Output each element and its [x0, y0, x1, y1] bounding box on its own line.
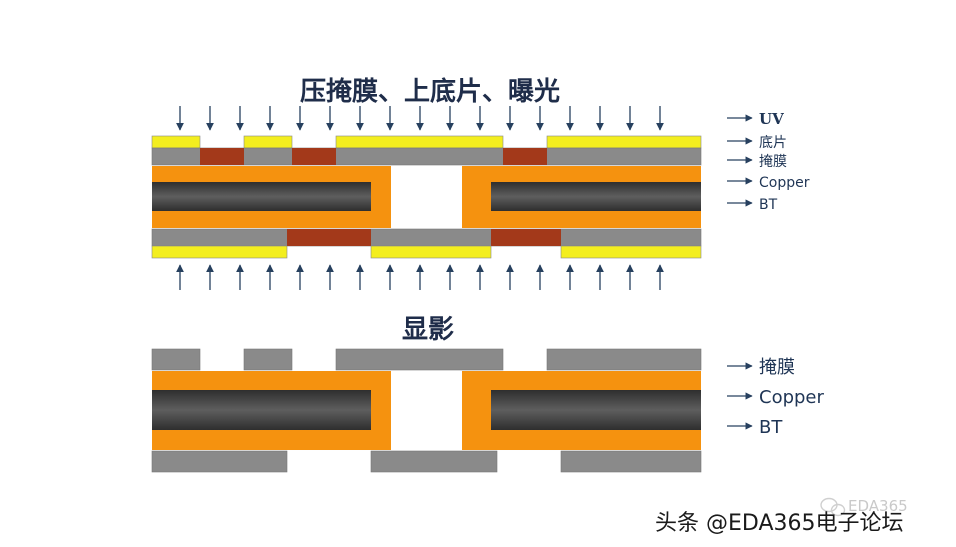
watermark-faint-text: EDA365 [848, 497, 908, 515]
label-uv: UV [759, 110, 784, 128]
label-copper-top: Copper [759, 175, 810, 191]
top-film-layer [151, 135, 702, 149]
uv-arrows-top [176, 106, 664, 131]
top-bottom-mask-layer [151, 228, 702, 247]
bottom-bottom-mask-layer [151, 450, 702, 473]
top-panel-title: 压掩膜、上底片、曝光 [300, 76, 560, 107]
top-legend: UV 底片 掩膜 Copper BT [727, 110, 810, 213]
top-board [152, 166, 701, 228]
top-mask-layer [151, 147, 702, 166]
label-bt-top: BT [759, 197, 778, 213]
uv-arrows-bottom [176, 264, 664, 290]
watermark: EDA365 头条 @EDA365电子论坛 [655, 497, 908, 536]
bottom-panel-title: 显影 [402, 315, 454, 345]
wechat-icon [820, 497, 846, 517]
label-copper-bottom: Copper [759, 387, 825, 408]
bottom-board [152, 371, 701, 450]
bottom-legend: 掩膜 Copper BT [727, 357, 825, 438]
label-bt-bottom: BT [759, 417, 783, 438]
watermark-text: 头条 @EDA365电子论坛 [655, 511, 904, 536]
bottom-film-layer [151, 245, 702, 259]
label-mask-top: 掩膜 [759, 154, 787, 170]
bottom-top-mask-layer [151, 348, 702, 371]
label-film: 底片 [759, 135, 787, 151]
label-mask-bottom: 掩膜 [759, 357, 795, 378]
